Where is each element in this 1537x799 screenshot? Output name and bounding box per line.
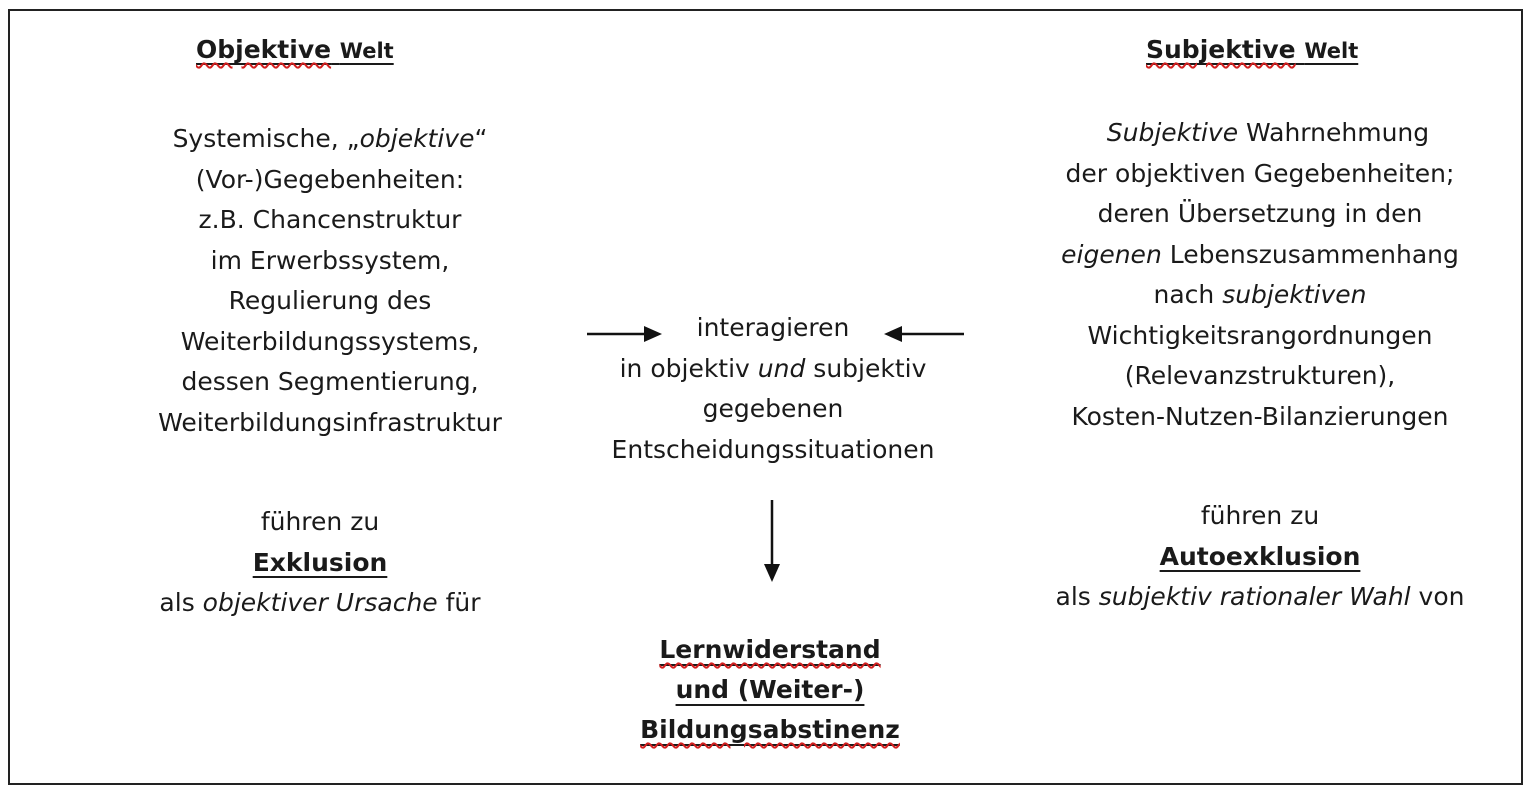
right-as-line: als subjektiv rationaler Wahl von — [1055, 582, 1465, 611]
result-line-1: Lernwiderstand — [659, 635, 881, 664]
left-as-line: als objektiver Ursache für — [159, 588, 481, 617]
left-exclusion-term: Exklusion — [252, 547, 388, 577]
left-line-3: z.B. Chancenstruktur — [198, 205, 462, 234]
center-line-4: Entscheidungssituationen — [611, 434, 935, 464]
right-line-8: Kosten-Nutzen-Bilanzierungen — [1071, 401, 1449, 431]
right-line-4: eigenen Lebenszusammenhang — [1061, 239, 1459, 269]
left-line-6: Weiterbildungssystems, — [180, 326, 480, 356]
left-leads-to: führen zu — [260, 507, 380, 536]
right-heading-rest: Welt — [1304, 39, 1359, 63]
right-heading-word: Subjektive — [1146, 35, 1296, 64]
arrow-center-down — [764, 500, 780, 582]
result-block: Lernwiderstand und (Weiter-) Bildungsabs… — [640, 630, 900, 750]
left-conclusion: führen zu Exklusion als objektiver Ursac… — [110, 502, 530, 624]
right-line-7: (Relevanzstrukturen), — [1124, 361, 1396, 390]
left-line-1: Systemische, „objektive“ — [172, 124, 488, 153]
left-heading-word: Objektive — [196, 35, 332, 64]
right-autoexclusion-term: Autoexklusion — [1159, 541, 1361, 571]
center-line-3: gegebenen — [702, 394, 844, 423]
right-line-1: Subjektive Wahrnehmung — [1106, 118, 1430, 147]
left-line-8: Weiterbildungsinfrastruktur — [158, 407, 502, 437]
right-line-2: der objektiven Gegebenheiten; — [1065, 158, 1455, 188]
right-description: Subjektive Wahrnehmung der objektiven Ge… — [1040, 113, 1480, 437]
left-line-7: dessen Segmentierung, — [181, 367, 479, 396]
right-conclusion: führen zu Autoexklusion als subjektiv ra… — [1030, 496, 1490, 618]
left-heading: Objektive Welt — [196, 35, 394, 64]
right-heading: Subjektive Welt — [1146, 35, 1358, 64]
right-leads-to: führen zu — [1200, 501, 1320, 530]
left-description: Systemische, „objektive“ (Vor-)Gegebenhe… — [130, 119, 530, 443]
arrow-right-to-center — [884, 326, 964, 342]
left-heading-rest: Welt — [339, 39, 394, 63]
arrow-left-to-center — [587, 326, 662, 342]
right-line-3: deren Übersetzung in den — [1097, 199, 1423, 228]
right-line-6: Wichtigkeitsrangordnungen — [1087, 320, 1433, 350]
center-text: interagieren in objektiv und subjektiv g… — [583, 308, 963, 470]
center-line-2: in objektiv und subjektiv — [619, 353, 927, 383]
left-line-4: im Erwerbssystem, — [210, 245, 450, 275]
right-line-5: nach subjektiven — [1153, 280, 1367, 309]
result-line-3: Bildungsabstinenz — [640, 715, 900, 744]
diagram-frame — [8, 9, 1523, 785]
center-line-1: interagieren — [696, 313, 850, 342]
left-line-2: (Vor-)Gegebenheiten: — [195, 164, 465, 194]
result-line-2: und (Weiter-) — [675, 675, 865, 704]
left-line-5: Regulierung des — [228, 286, 432, 315]
